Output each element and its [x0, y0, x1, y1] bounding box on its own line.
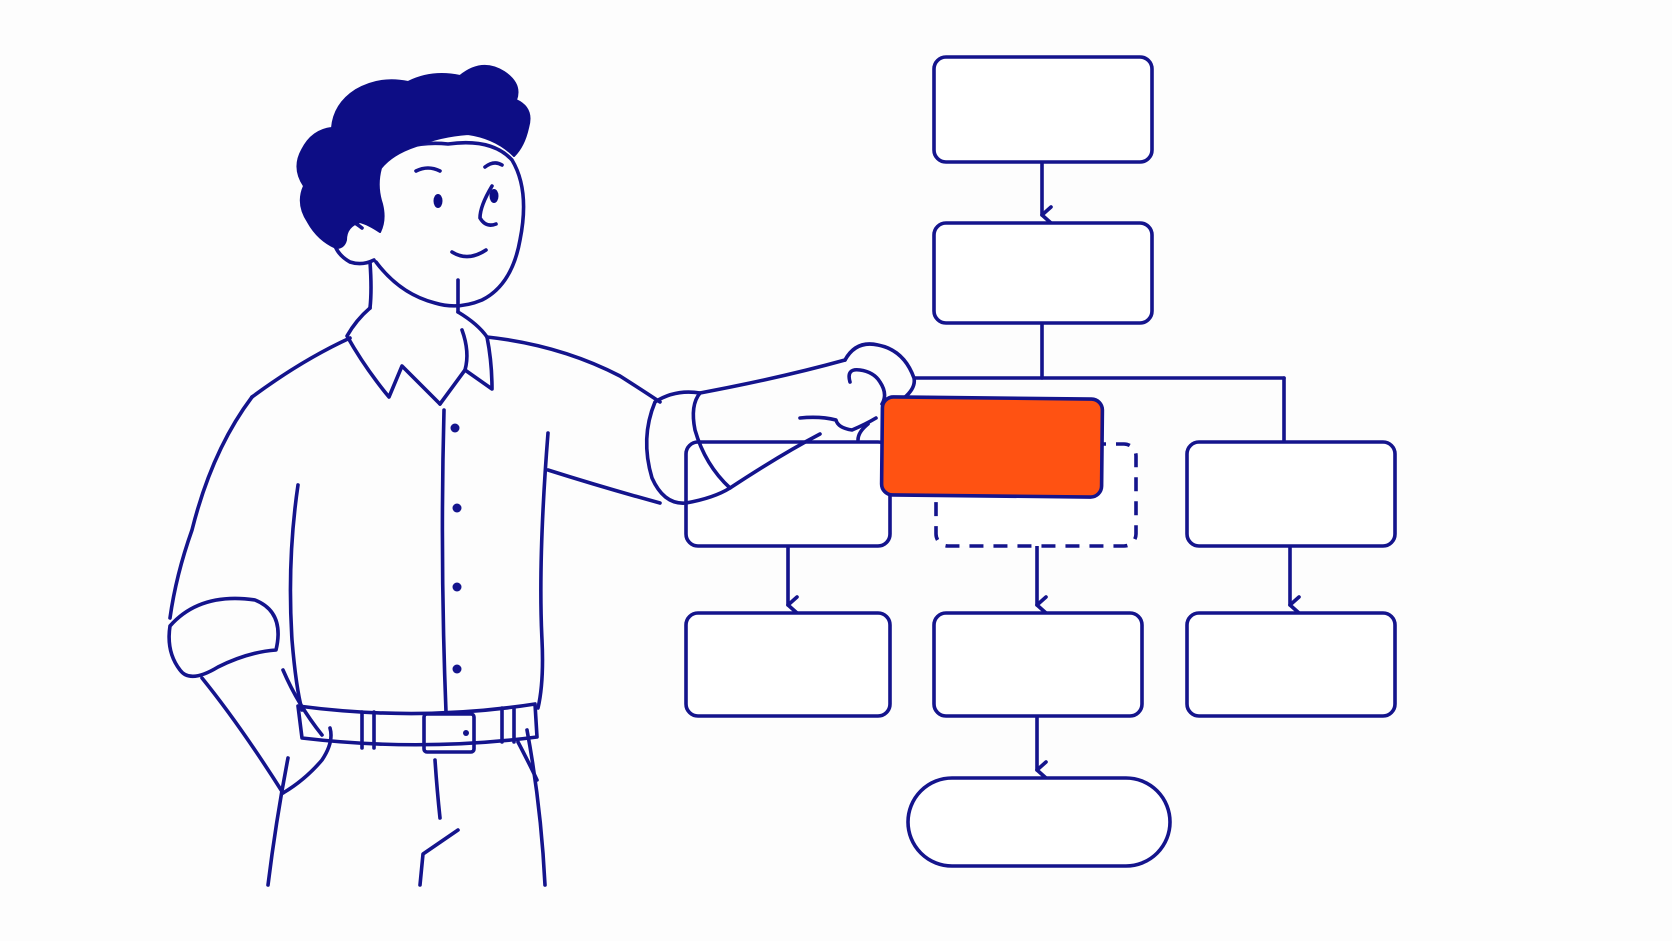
belt-loop-left	[360, 710, 376, 750]
shirt-left-side	[168, 395, 254, 620]
shirt-left-underarm	[288, 483, 304, 712]
hair	[296, 65, 531, 249]
left-hand-pocket	[281, 726, 333, 795]
flowchart-node-step-1	[932, 55, 1154, 164]
trouser-right-leg	[525, 728, 547, 887]
person-figure	[167, 65, 1105, 887]
flowchart-node-step-2	[932, 221, 1154, 325]
shirt-button	[452, 503, 462, 513]
trouser-left-leg	[266, 756, 290, 887]
shoulder-right	[485, 335, 662, 404]
held-flowchart-card[interactable]	[879, 395, 1105, 499]
right-forearm-upper	[698, 358, 847, 395]
left-forearm-outer	[200, 676, 285, 795]
flowchart-node-result-left	[684, 611, 892, 718]
eyebrow-right	[483, 161, 504, 169]
trouser-crease	[418, 828, 460, 887]
shoulder-left	[250, 336, 352, 399]
left-sleeve-cuff	[167, 596, 280, 679]
shirt-placket	[440, 408, 448, 714]
left-forearm-inner	[281, 668, 324, 737]
collar-right	[438, 310, 494, 406]
hand-fingers	[798, 415, 878, 432]
head-outline	[374, 140, 526, 308]
belt-buckle-prong	[463, 730, 469, 736]
nose	[478, 184, 498, 227]
hand-fingertip	[856, 422, 870, 442]
trouser-pocket-right	[516, 740, 539, 782]
flowchart-node-branch-right	[1185, 440, 1397, 548]
flowchart-node-result-middle	[932, 611, 1144, 718]
neck	[368, 260, 460, 314]
mouth	[450, 248, 488, 259]
eyebrow-left	[414, 166, 442, 173]
shirt-button	[450, 423, 460, 433]
flowchart-node-terminal	[906, 776, 1172, 868]
trouser-fly	[433, 758, 442, 820]
belt-buckle	[422, 712, 476, 754]
collar-right-inner	[460, 328, 469, 372]
collar-left	[345, 306, 442, 406]
shirt-button	[452, 582, 462, 592]
right-forearm-lower	[728, 432, 822, 490]
belt-outline	[296, 702, 539, 747]
hand-back	[843, 342, 917, 400]
eye-left	[433, 194, 443, 208]
eye-right	[489, 189, 499, 203]
flowchart-node-result-right	[1185, 611, 1397, 718]
shirt-right-side	[536, 431, 550, 710]
shirt-button	[452, 664, 462, 674]
belt-loop-right	[500, 706, 516, 744]
hand-thumb	[847, 367, 887, 406]
right-upper-arm-lower	[546, 468, 662, 505]
